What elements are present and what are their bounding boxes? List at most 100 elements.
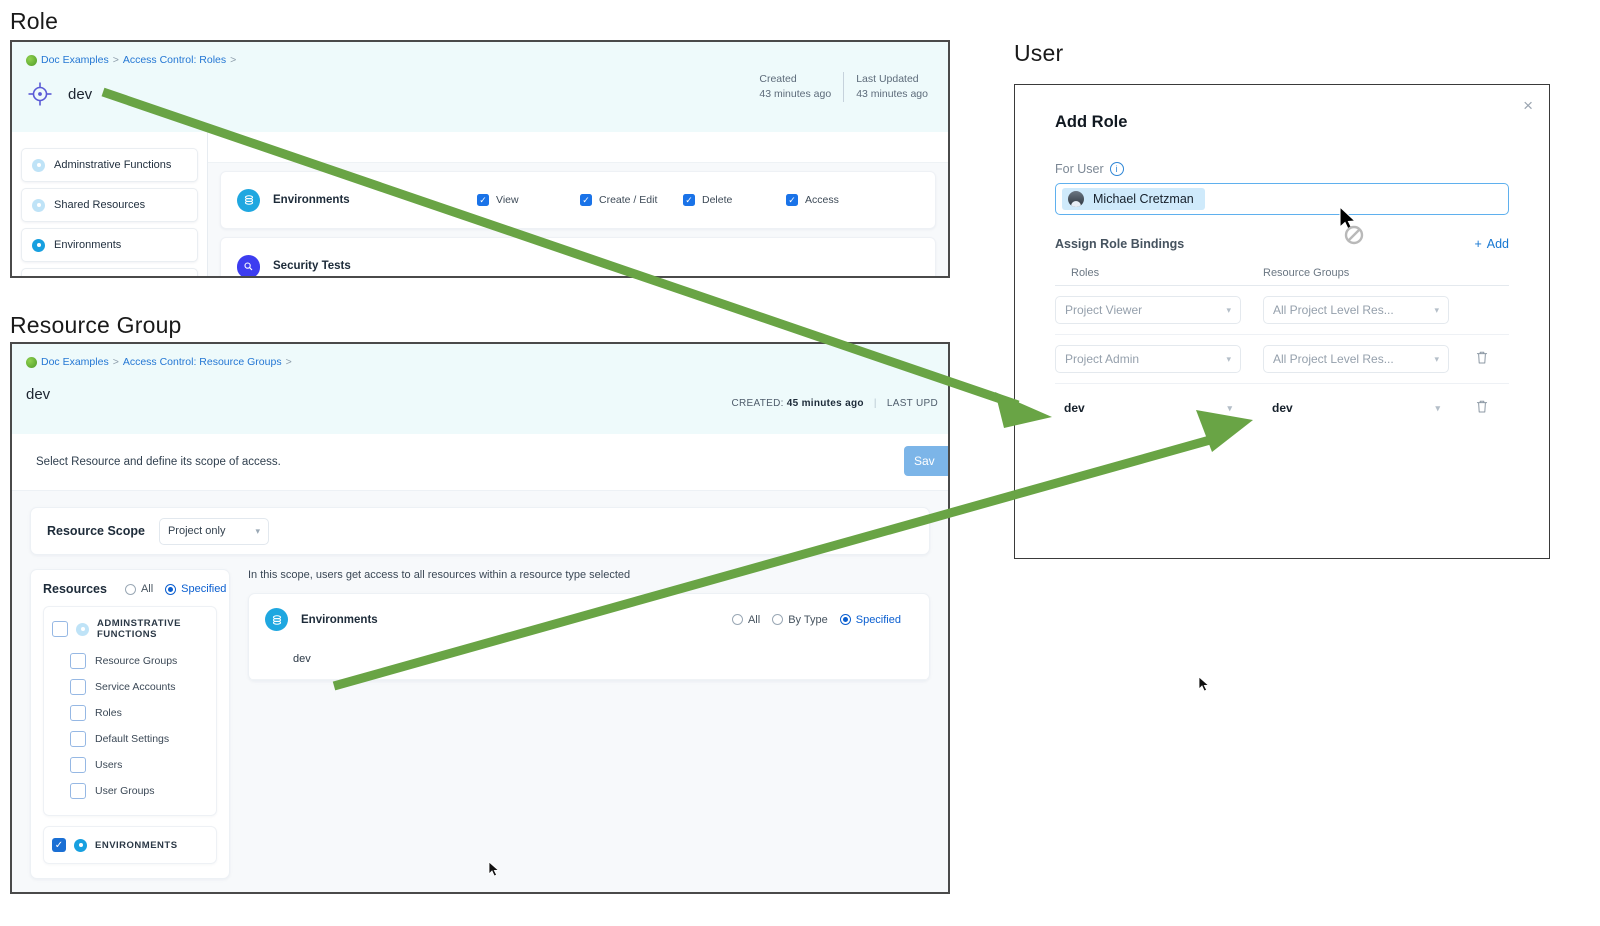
chevron-down-icon: ▾: [1226, 304, 1231, 315]
checkbox-icon: [52, 621, 68, 637]
resource-scope-value: Project only: [167, 525, 226, 537]
chevron-down-icon: ▾: [1226, 353, 1231, 364]
cursor-arrow: [488, 861, 502, 884]
page-title: dev: [68, 85, 93, 103]
blue-dot-icon: [74, 838, 87, 852]
role-body: Adminstrative Functions Shared Resources…: [12, 132, 948, 276]
breadcrumb-root[interactable]: Doc Examples: [41, 356, 109, 368]
environments-scope-radios: All By Type Specified: [731, 614, 913, 626]
radio-icon: [124, 583, 136, 595]
resource-item-user-groups[interactable]: User Groups: [52, 778, 208, 804]
sidebar-item-label: Adminstrative Functions: [54, 159, 172, 171]
checkbox-label: View: [496, 194, 519, 206]
checkbox-view[interactable]: ✓ View: [477, 194, 580, 206]
checkbox-icon: ✓: [786, 194, 798, 206]
breadcrumb-section[interactable]: Access Control: Roles: [122, 54, 227, 66]
page-title: dev: [26, 386, 51, 403]
rg-subbar: Select Resource and define its scope of …: [12, 434, 948, 491]
role-permissions: Environments ✓ View ✓ Create / Edit ✓ De…: [208, 132, 948, 276]
group-header[interactable]: ✓ ENVIRONMENTS: [52, 838, 208, 852]
delete-binding-icon[interactable]: [1475, 399, 1509, 417]
table-row: dev ▾ dev ▾: [1055, 384, 1509, 432]
resource-item-label: User Groups: [95, 785, 155, 797]
role-sidebar: Adminstrative Functions Shared Resources…: [12, 132, 208, 276]
breadcrumb-section[interactable]: Access Control: Resource Groups: [122, 356, 282, 368]
rg-columns: Resources All Specified: [12, 569, 948, 879]
user-chip[interactable]: Michael Cretzman: [1062, 188, 1205, 210]
role-select[interactable]: Project Admin ▾: [1055, 345, 1241, 373]
radio-env-all[interactable]: All: [731, 614, 760, 626]
table-row: Project Viewer ▾ All Project Level Res..…: [1055, 286, 1509, 335]
resource-group-panel: Doc Examples > Access Control: Resource …: [10, 342, 950, 894]
checkbox-create-edit[interactable]: ✓ Create / Edit: [580, 194, 683, 206]
group-header[interactable]: ADMINSTRATIVE FUNCTIONS: [52, 618, 208, 640]
close-icon[interactable]: ×: [1523, 96, 1533, 115]
rg-instruction: Select Resource and define its scope of …: [36, 456, 281, 468]
dialog-title: Add Role: [1055, 113, 1128, 131]
column-header-resource-groups: Resource Groups: [1263, 267, 1350, 279]
permission-label: Environments: [273, 194, 350, 206]
breadcrumb-separator-2: >: [285, 356, 292, 368]
add-binding-button[interactable]: + Add: [1474, 237, 1509, 251]
resource-item-label: Default Settings: [95, 733, 170, 745]
resource-group-select[interactable]: dev ▾: [1263, 394, 1449, 422]
sidebar-item-environments[interactable]: Environments: [21, 228, 198, 262]
sidebar-item-shared-resources[interactable]: Shared Resources: [21, 188, 198, 222]
permissions-top-strip: [208, 132, 948, 163]
checkbox-access[interactable]: ✓ Access: [786, 194, 889, 206]
environments-scope-header: Environments All By Type: [249, 594, 929, 645]
radio-resources-specified[interactable]: Specified: [165, 583, 226, 595]
list-item[interactable]: dev: [293, 653, 311, 665]
security-tests-badge-icon: [237, 254, 260, 276]
resource-item-users[interactable]: Users: [52, 752, 208, 778]
resource-group-card-administrative: ADMINSTRATIVE FUNCTIONS Resource Groups …: [43, 606, 217, 816]
cursor-arrow: [1198, 676, 1212, 699]
resource-group-select[interactable]: All Project Level Res... ▾: [1263, 345, 1449, 373]
updated-meta: Last Updated 43 minutes ago: [843, 72, 940, 103]
chevron-down-icon: ▾: [1227, 402, 1232, 413]
role-select[interactable]: Project Viewer ▾: [1055, 296, 1241, 324]
resource-item-roles[interactable]: Roles: [52, 700, 208, 726]
radio-env-by-type[interactable]: By Type: [772, 614, 828, 626]
pale-dot-icon: [76, 622, 89, 636]
radio-resources-all[interactable]: All: [124, 583, 153, 595]
breadcrumb-root[interactable]: Doc Examples: [41, 54, 109, 66]
radio-icon: [839, 614, 851, 625]
breadcrumb-separator: >: [112, 356, 119, 368]
created-value: 43 minutes ago: [759, 88, 832, 101]
add-label: Add: [1486, 237, 1509, 251]
created-label: Created: [759, 73, 797, 85]
resource-scope-select[interactable]: Project only ▾: [158, 517, 269, 545]
chevron-down-icon: ▾: [1434, 353, 1439, 364]
user-name: Michael Cretzman: [1093, 192, 1194, 206]
resource-item-service-accounts[interactable]: Service Accounts: [52, 674, 208, 700]
role-select[interactable]: dev ▾: [1055, 394, 1241, 422]
role-panel: Doc Examples > Access Control: Roles >: [10, 40, 950, 278]
resource-scope-label: Resource Scope: [47, 524, 145, 538]
save-button[interactable]: Sav: [904, 446, 948, 476]
radio-icon: [772, 614, 784, 625]
checkbox-icon: [70, 783, 86, 799]
resource-item-resource-groups[interactable]: Resource Groups: [52, 648, 208, 674]
cursor-no-drop: [1338, 205, 1372, 250]
resource-group-select[interactable]: All Project Level Res... ▾: [1263, 296, 1449, 324]
user-select-field[interactable]: Michael Cretzman: [1055, 183, 1509, 215]
checkbox-delete[interactable]: ✓ Delete: [683, 194, 786, 206]
delete-binding-icon[interactable]: [1475, 350, 1509, 368]
table-row: Project Admin ▾ All Project Level Res...…: [1055, 335, 1509, 384]
resource-item-default-settings[interactable]: Default Settings: [52, 726, 208, 752]
created-meta: Created 43 minutes ago: [747, 72, 843, 102]
chevron-down-icon: ▾: [1434, 304, 1439, 315]
environments-scope-name: Environments: [301, 613, 378, 626]
sidebar-item-administrative-functions[interactable]: Adminstrative Functions: [21, 148, 198, 182]
plus-icon: +: [1474, 237, 1482, 251]
for-user-label-row: For User i: [1055, 162, 1549, 176]
info-icon[interactable]: i: [1109, 162, 1124, 176]
for-user-label: For User: [1055, 162, 1104, 176]
radio-env-specified[interactable]: Specified: [839, 614, 901, 626]
checkbox-label: Create / Edit: [599, 194, 658, 206]
sidebar-item-partial[interactable]: [21, 268, 198, 276]
scope-note: In this scope, users get access to all r…: [248, 569, 631, 581]
bindings-column-headers: Roles Resource Groups: [1055, 267, 1509, 279]
checkbox-icon: [70, 705, 86, 721]
